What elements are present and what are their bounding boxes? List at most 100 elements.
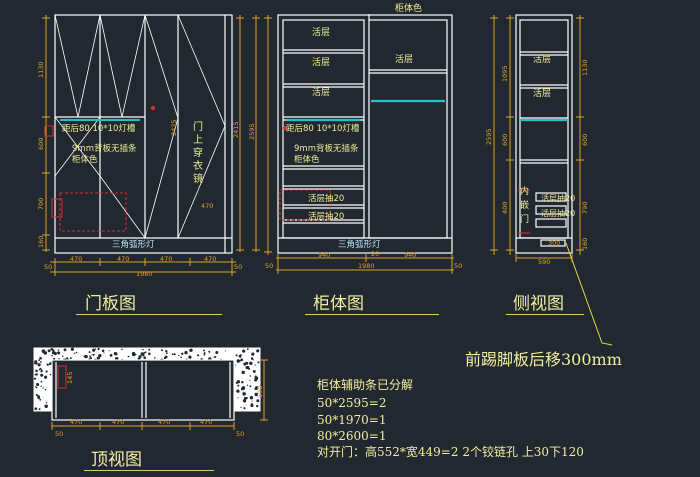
speckle-dot	[214, 356, 217, 358]
speckle-dot	[252, 369, 256, 373]
speckle-dot	[57, 351, 61, 355]
door-dim-1980: 1980	[136, 270, 153, 278]
speckle-dot	[208, 350, 211, 353]
cabinet-drawer-label-1: 活层抽20	[308, 193, 344, 204]
speckle-dot	[91, 354, 93, 356]
door-dim-1130: 1130	[37, 61, 45, 78]
speckle-dot	[188, 355, 192, 359]
speckle-dot	[35, 394, 38, 397]
annotation-leader-line	[565, 242, 613, 346]
notes-line-3: 80*2600=1	[317, 429, 387, 443]
cabinet-shelf-label-4: 活层	[395, 53, 413, 65]
door-view-title: 门板图	[85, 294, 136, 314]
speckle-dot	[51, 354, 53, 357]
speckle-dot	[249, 395, 254, 400]
cabinet-view-title: 柜体图	[313, 294, 364, 314]
door-dim-470-d: 470	[204, 255, 216, 263]
cabinet-backboard-label: 9mm背板无插条	[294, 143, 359, 154]
speckle-dot	[45, 402, 48, 404]
speckle-dot	[254, 392, 258, 397]
side-red-markers	[518, 189, 530, 234]
door-panel-view: 距后80 10*10灯槽 9mm背板无插条 柜体色 门 上 穿 衣 镜 三角弧形…	[37, 14, 260, 278]
side-panels	[515, 14, 573, 254]
top-view-dimension-lines	[51, 359, 268, 430]
kickboard-offset-annotation: 前踢脚板后移300mm	[465, 350, 622, 369]
side-shelf-label-2: 活层	[533, 87, 551, 99]
speckle-dot	[57, 349, 60, 351]
speckle-dot	[45, 370, 48, 373]
cabinet-shelf-label-1: 活层	[312, 26, 330, 38]
speckle-dot	[140, 352, 144, 356]
speckle-dot	[224, 350, 226, 352]
speckle-dot	[254, 364, 256, 366]
cabinet-dim-20: 20	[371, 250, 379, 258]
speckle-dot	[75, 351, 78, 354]
speckle-dot	[242, 349, 246, 353]
speckle-dot	[249, 385, 252, 388]
speckle-dot	[33, 377, 37, 380]
speckle-dot	[35, 386, 38, 389]
speckle-dot	[240, 358, 244, 362]
side-view-title: 侧视图	[513, 294, 564, 314]
side-inner-door-label-3: 门	[520, 213, 529, 225]
speckle-dot	[92, 353, 95, 356]
cabinet-shelf-label-2: 活层	[312, 56, 330, 68]
cabinet-dim-940-a: 940	[318, 251, 330, 259]
speckle-dot	[97, 347, 100, 351]
door-dim-470-a: 470	[70, 255, 82, 263]
door-dim-2595: 2595	[248, 123, 256, 140]
speckle-dot	[148, 348, 151, 351]
speckle-dot	[154, 357, 156, 359]
side-dim-790: 790	[581, 202, 589, 214]
speckle-dot	[53, 351, 57, 356]
speckle-dot	[235, 354, 238, 357]
speckle-dot	[94, 348, 97, 350]
speckle-dot	[88, 351, 91, 354]
notes-heading: 柜体辅助条已分解	[317, 378, 414, 392]
speckle-dot	[165, 350, 168, 353]
speckle-dot	[101, 349, 105, 353]
speckle-dot	[251, 352, 255, 356]
side-view: 活层 活层 内 嵌 门 活层抽20 活层抽20 1095 600 400 259…	[485, 14, 613, 346]
speckle-dot	[236, 389, 240, 393]
door-dim-470-c: 470	[160, 255, 172, 263]
top-dim-590: 590	[256, 386, 264, 398]
speckle-dot	[35, 369, 38, 373]
speckle-dot	[44, 375, 48, 379]
side-title-underline	[506, 314, 584, 315]
speckle-dot	[40, 385, 42, 387]
door-mirror-label-1: 门	[193, 120, 203, 133]
speckle-dot	[50, 348, 53, 351]
speckle-dot	[171, 353, 174, 356]
cabinet-drawer-label-2: 活层抽20	[308, 211, 344, 222]
door-mirror-label-3: 穿	[193, 146, 203, 159]
door-dim-top-470: 470	[201, 202, 213, 210]
speckle-dot	[49, 373, 52, 376]
speckle-dot	[65, 358, 67, 360]
cabinet-body-view: 柜体色 活层 活层 活层 活层 距后80 10*10灯槽 9mm背板无插条 柜体…	[264, 2, 462, 274]
top-view-title: 顶视图	[91, 450, 142, 470]
speckle-dot	[163, 356, 167, 360]
speckle-dot	[138, 357, 141, 360]
speckle-dot	[143, 351, 146, 354]
speckle-dot	[236, 359, 241, 363]
side-inner-door-label-2: 嵌	[520, 200, 529, 211]
cabinet-shelf-label-3: 活层	[312, 86, 330, 98]
side-dim-400: 400	[501, 202, 509, 214]
cabinet-dim-50-right: 50	[454, 262, 462, 270]
door-title-underline	[76, 314, 222, 315]
speckle-dot	[36, 382, 40, 387]
top-dim-50-right: 50	[236, 430, 244, 438]
speckle-dot	[245, 366, 249, 370]
cabinet-body-color-label: 柜体色	[294, 154, 320, 165]
speckle-dot	[58, 357, 60, 360]
side-inner-door-label-1: 内	[520, 185, 529, 197]
speckle-dot	[37, 396, 41, 399]
top-title-underline	[84, 470, 214, 471]
top-view-red-markers	[57, 365, 67, 389]
cabinet-dimension-lines	[264, 15, 454, 274]
top-dim-50-left: 50	[55, 430, 63, 438]
speckle-dot	[34, 373, 37, 376]
speckle-dot	[240, 387, 244, 391]
